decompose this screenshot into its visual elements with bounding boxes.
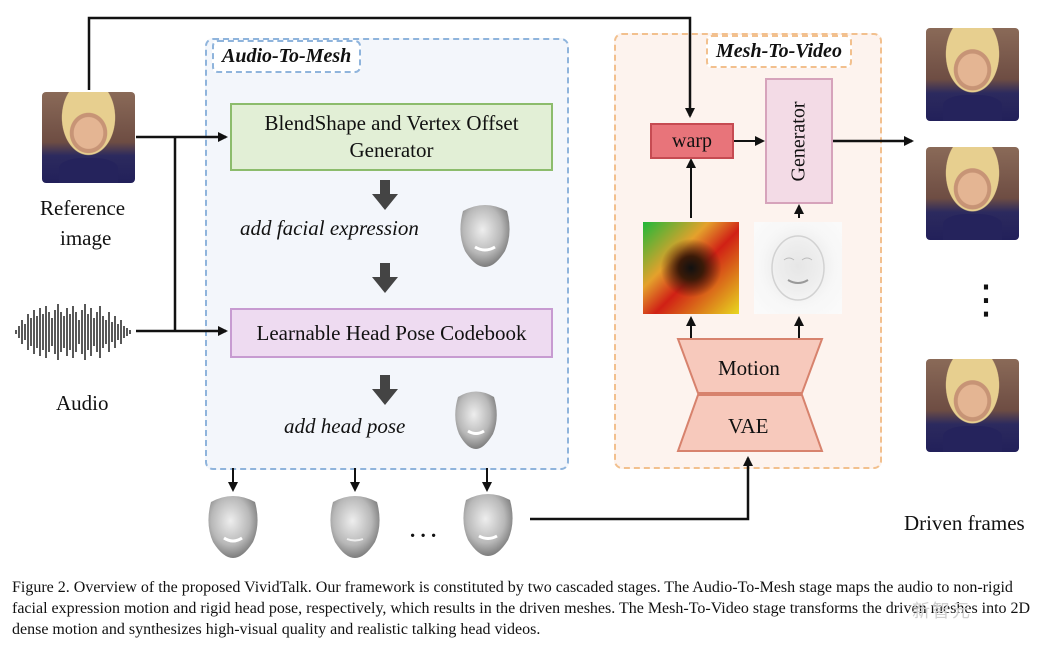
connectors — [87, 16, 914, 521]
residual-face-features — [771, 235, 825, 301]
thick-arrow-2 — [372, 263, 398, 293]
driven-frame-2 — [926, 147, 1019, 240]
driven-frame-1 — [926, 28, 1019, 121]
residual-face-map — [754, 222, 842, 314]
step-add-facial-expression: add facial expression — [240, 216, 419, 240]
mesh-to-video-title: Mesh-To-Video — [706, 35, 852, 68]
blendshape-label-line1: BlendShape and Vertex Offset — [264, 111, 519, 135]
driven-mesh-3 — [463, 494, 513, 556]
watermark: 新智元 — [912, 601, 972, 622]
motion-vae-shape — [676, 338, 824, 452]
reference-label-line1: Reference — [40, 196, 126, 220]
driven-mesh-2 — [330, 496, 380, 558]
codebook-label: Learnable Head Pose Codebook — [256, 320, 527, 345]
dense-motion-flow — [643, 222, 739, 314]
frames-vertical-ellipsis: ⋮ — [966, 277, 1006, 323]
reference-label-line2: image — [60, 226, 112, 250]
reference-image — [42, 92, 135, 183]
thick-arrow-1 — [372, 180, 398, 210]
mesh-expression — [460, 205, 510, 267]
blendshape-label-line2: Generator — [349, 138, 434, 162]
driven-frames-label: Driven frames — [904, 511, 1025, 535]
generator-label: Generator — [787, 101, 810, 181]
audio-waveform — [15, 304, 131, 360]
mesh-head-pose — [455, 391, 497, 449]
blendshape-generator-block: BlendShape and Vertex Offset Generator — [230, 103, 553, 171]
audio-label: Audio — [56, 391, 109, 415]
step-add-head-pose: add head pose — [284, 414, 406, 438]
head-pose-codebook-block: Learnable Head Pose Codebook — [230, 308, 553, 358]
thick-arrow-3 — [372, 375, 398, 405]
mesh-ellipsis: . . . — [410, 518, 437, 542]
warp-block: warp — [650, 123, 734, 159]
reference-to-warp-line — [87, 16, 695, 118]
audio-to-mesh-title: Audio-To-Mesh — [212, 40, 362, 73]
driven-mesh-1 — [208, 496, 258, 558]
warp-label: warp — [672, 129, 712, 152]
motion-label: Motion — [718, 356, 780, 380]
generator-block: Generator — [765, 78, 833, 204]
vae-label: VAE — [728, 414, 769, 438]
figure-caption: Figure 2. Overview of the proposed Vivid… — [12, 579, 1031, 638]
meshes-to-vae-line — [530, 456, 753, 521]
driven-frame-3 — [926, 359, 1019, 452]
